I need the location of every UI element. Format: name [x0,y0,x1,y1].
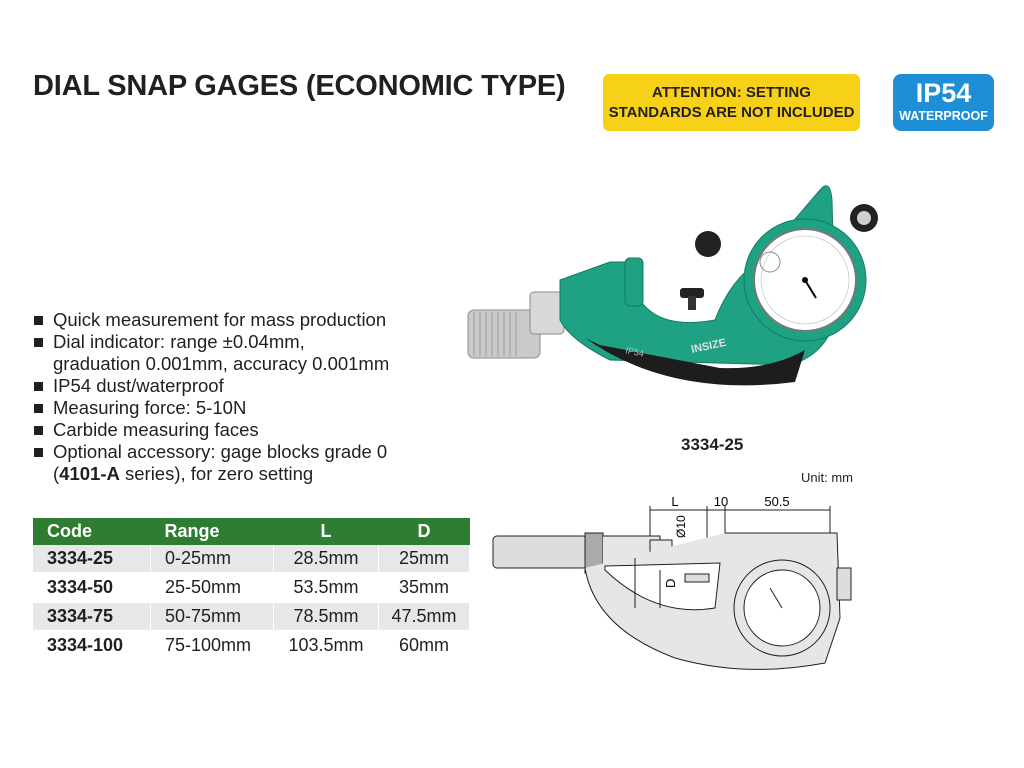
col-range: Range [150,518,274,545]
body-mark: IP54 [625,345,645,359]
feature-item: IP54 dust/waterproof [34,375,389,397]
unit-label: Unit: mm [801,470,853,485]
feature-item: Optional accessory: gage blocks grade 0 [34,441,389,463]
feature-item: Quick measurement for mass production [34,309,389,331]
ip-label: WATERPROOF [899,109,988,123]
dim-10-label: 10 [714,494,728,509]
dim-d-label: D [663,579,678,588]
page-title: DIAL SNAP GAGES (ECONOMIC TYPE) [33,70,566,102]
table-row: 3334-75 50-75mm 78.5mm 47.5mm [33,602,470,632]
feature-item: Measuring force: 5-10N [34,397,389,419]
dim-phi-label: Ø10 [674,515,688,538]
dim-l-label: L [671,494,678,509]
table-row: 3334-100 75-100mm 103.5mm 60mm [33,631,470,661]
accessory-code: 4101-A [59,463,120,484]
feature-list: Quick measurement for mass production Di… [34,309,389,485]
spec-table: Code Range L D 3334-25 0-25mm 28.5mm 25m… [33,518,470,661]
feature-item: Dial indicator: range ±0.04mm, [34,331,389,353]
ip54-badge: IP54 WATERPROOF [893,74,994,131]
table-row: 3334-50 25-50mm 53.5mm 35mm [33,573,470,603]
dim-505-label: 50.5 [764,494,789,509]
table-row: 3334-25 0-25mm 28.5mm 25mm [33,545,470,574]
attention-line-1: ATTENTION: SETTING [652,83,811,101]
col-code: Code [33,518,151,545]
feature-item-continued: graduation 0.001mm, accuracy 0.001mm [53,353,390,374]
attention-banner: ATTENTION: SETTING STANDARDS ARE NOT INC… [603,74,860,131]
col-d: D [378,518,470,545]
ip-rating: IP54 [915,78,972,108]
feature-item-continued: (4101-A series), for zero setting [53,463,314,484]
col-l: L [273,518,379,545]
dimension-drawing: L 10 50.5 Ø10 D [492,494,852,670]
model-caption: 3334-25 [681,435,744,454]
product-photo: INSIZE IP54 [467,185,878,386]
feature-item: Carbide measuring faces [34,419,389,441]
attention-line-2: STANDARDS ARE NOT INCLUDED [608,103,855,121]
